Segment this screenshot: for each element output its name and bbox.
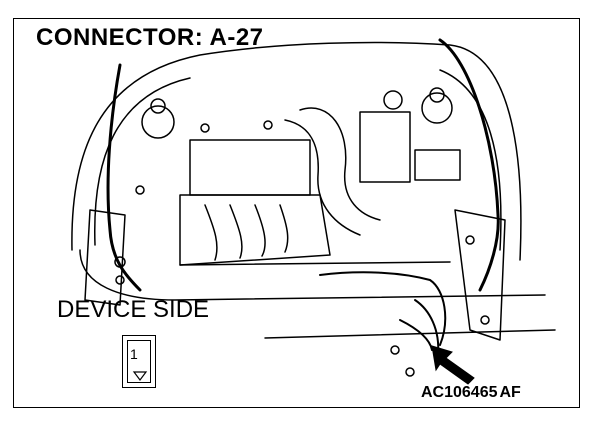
connector-title: CONNECTOR: A-27 bbox=[36, 24, 264, 51]
hood-outline bbox=[71, 41, 522, 261]
harness-left bbox=[106, 63, 142, 292]
figure-code-suffix: AF bbox=[499, 384, 521, 401]
harness-right bbox=[438, 38, 500, 292]
lower-harness bbox=[319, 271, 447, 346]
device-side-label: DEVICE SIDE bbox=[57, 296, 210, 323]
right-strut-cap bbox=[429, 87, 445, 103]
left-fender bbox=[79, 249, 546, 301]
engine-block bbox=[179, 194, 331, 266]
intake-duct bbox=[299, 107, 381, 221]
figure-code-number: AC106465 bbox=[421, 384, 498, 401]
figure-frame bbox=[13, 18, 580, 408]
radiator-support bbox=[179, 261, 451, 266]
engine-cover bbox=[189, 139, 311, 196]
pin-triangle-icon bbox=[132, 371, 148, 381]
connector-cavity bbox=[127, 340, 151, 383]
hood-inner-left bbox=[93, 77, 191, 246]
left-strut bbox=[141, 105, 175, 139]
right-fender-line bbox=[264, 329, 556, 339]
connector-face: 1 bbox=[122, 335, 156, 388]
strut-mid bbox=[383, 90, 403, 110]
battery-box bbox=[359, 111, 411, 183]
connector-pin-number: 1 bbox=[130, 346, 138, 362]
hood-inner-right bbox=[439, 69, 502, 251]
intake-manifold bbox=[204, 204, 289, 261]
pointer-arrow bbox=[431, 345, 475, 385]
fuse-box bbox=[414, 149, 461, 181]
intake-duct-2 bbox=[284, 119, 361, 236]
left-strut-cap bbox=[150, 98, 166, 114]
right-frame bbox=[454, 209, 506, 341]
left-frame bbox=[84, 209, 126, 306]
right-strut bbox=[421, 92, 453, 124]
